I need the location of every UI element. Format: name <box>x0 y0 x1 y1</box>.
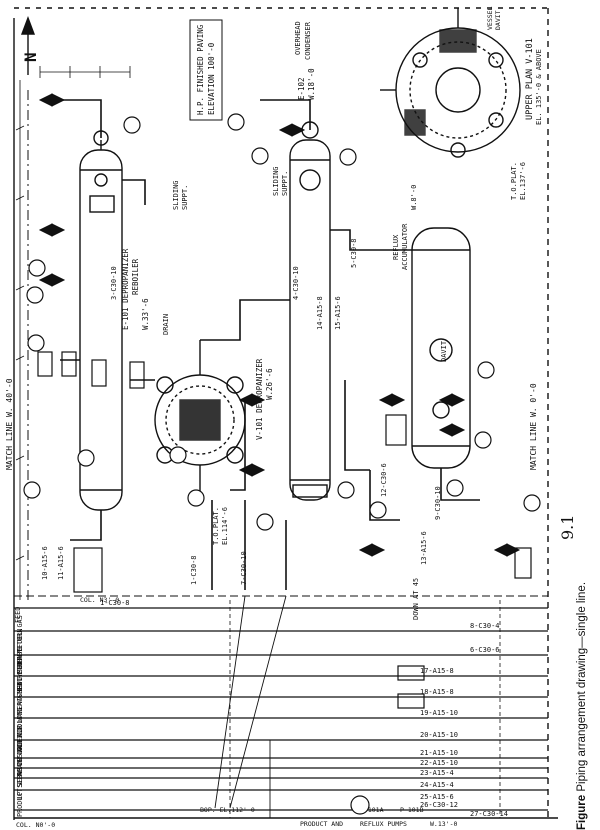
svg-text:DAVIT: DAVIT <box>494 10 502 30</box>
svg-text:13-A15-6: 13-A15-6 <box>420 531 428 565</box>
svg-text:W.8'-0: W.8'-0 <box>410 185 418 210</box>
hp-note: H.P. FINISHED PAVING ELEVATION 100'-0 <box>189 19 223 121</box>
v101-depropanizer <box>154 340 246 500</box>
svg-text:EL. 135'-0 & ABOVE: EL. 135'-0 & ABOVE <box>535 49 543 125</box>
svg-text:T.O.PLAT.: T.O.PLAT. <box>510 162 518 200</box>
svg-text:BOP. EL.112'-0: BOP. EL.112'-0 <box>200 806 255 814</box>
figure-handwritten-number: 9.1 <box>558 515 577 540</box>
e102-overhead-condenser <box>289 121 331 501</box>
svg-text:H.P. FINISHED PAVING: H.P. FINISHED PAVING <box>196 24 205 115</box>
svg-text:W.33'-6: W.33'-6 <box>141 298 150 330</box>
svg-text:22-A15-10: 22-A15-10 <box>420 759 458 767</box>
drain-label: DRAIN <box>162 314 170 335</box>
svg-text:12-C30-6: 12-C30-6 <box>380 463 388 497</box>
svg-text:SUPPT.: SUPPT. <box>281 171 289 196</box>
svg-text:W.26'-6: W.26'-6 <box>265 368 274 400</box>
svg-text:ELEVATION 100'-0: ELEVATION 100'-0 <box>207 42 216 115</box>
svg-text:SERVICE WATER: SERVICE WATER <box>16 733 24 787</box>
svg-text:1-C30-8: 1-C30-8 <box>100 599 130 607</box>
svg-text:17-A15-8: 17-A15-8 <box>420 667 454 675</box>
svg-text:FEED: FEED <box>14 607 22 623</box>
svg-text:CONDENSER: CONDENSER <box>304 21 312 60</box>
svg-text:24-A15-4: 24-A15-4 <box>420 781 454 789</box>
svg-text:REFLUX: REFLUX <box>392 234 400 260</box>
svg-text:REBOILER: REBOILER <box>131 258 140 295</box>
svg-text:COOLING WATER SUPPLY: COOLING WATER SUPPLY <box>16 673 24 755</box>
svg-text:FUEL GAS: FUEL GAS <box>16 615 24 648</box>
pipe-number-labels: 3-C30-10 4-C30-10 5-C30-8 14-A15-8 15-A1… <box>41 238 442 585</box>
north-label: N <box>21 52 40 62</box>
svg-text:6-C30-6: 6-C30-6 <box>470 646 500 654</box>
upper-plan-v101 <box>380 8 521 158</box>
svg-text:INSTR. AIR: INSTR. AIR <box>16 724 24 766</box>
svg-text:SUPPT.: SUPPT. <box>181 185 189 210</box>
valve-icons <box>38 93 521 557</box>
reboiler-label: E-101 DEPROPANIZER <box>121 248 130 330</box>
svg-text:P-101B: P-101B <box>400 806 424 814</box>
svg-text:25-A15-6: 25-A15-6 <box>420 793 454 801</box>
svg-text:20-A15-10: 20-A15-10 <box>420 731 458 739</box>
svg-text:11-A15-6: 11-A15-6 <box>57 546 65 580</box>
instrument-bubbles <box>23 113 541 531</box>
left-dimension-lines <box>15 66 131 600</box>
svg-text:23-A15-4: 23-A15-4 <box>420 769 454 777</box>
svg-text:VESSEL: VESSEL <box>486 6 494 30</box>
svg-text:E-102: E-102 <box>297 77 306 100</box>
svg-text:ACCUMULATOR: ACCUMULATOR <box>401 223 409 270</box>
inline-components <box>37 351 532 709</box>
upper-plan-label: UPPER PLAN V-101 <box>525 38 535 120</box>
pipe-rack <box>14 595 548 818</box>
rack-leaders <box>214 595 287 818</box>
pipe-rack-labels: FEED FUEL GAS FLARE HEAT MED. RETURN HEA… <box>14 607 24 817</box>
svg-text:19-A15-10: 19-A15-10 <box>420 709 458 717</box>
north-arrow-icon <box>20 16 36 75</box>
svg-text:COL. N0'-0: COL. N0'-0 <box>16 821 55 829</box>
svg-text:27-C30-14: 27-C30-14 <box>470 810 508 818</box>
svg-text:P-101A: P-101A <box>360 806 384 814</box>
svg-text:FLARE: FLARE <box>16 648 24 668</box>
svg-text:PRODUCT AND: PRODUCT AND <box>300 820 343 828</box>
figure-caption: Figure Piping arrangement drawing—single… <box>556 580 588 830</box>
davit-label: DAVIT <box>440 340 448 362</box>
svg-text:1-C30-8: 1-C30-8 <box>190 555 198 585</box>
svg-text:COL. N3'-0: COL. N3'-0 <box>80 596 119 604</box>
svg-text:W.13'-0: W.13'-0 <box>430 820 457 828</box>
pump-icon <box>350 795 370 815</box>
svg-text:W.18'-0: W.18'-0 <box>307 68 316 100</box>
svg-text:PRODUCT LINE: PRODUCT LINE <box>16 768 24 817</box>
svg-text:8-C30-4: 8-C30-4 <box>470 622 500 630</box>
svg-text:21-A15-10: 21-A15-10 <box>420 749 458 757</box>
figure-word: Figure <box>576 794 588 830</box>
svg-text:18-A15-8: 18-A15-8 <box>420 688 454 696</box>
svg-text:LP STEAM: LP STEAM <box>16 767 24 800</box>
svg-text:14-A15-8: 14-A15-8 <box>316 296 324 330</box>
svg-text:3-C30-10: 3-C30-10 <box>110 266 118 300</box>
svg-text:5-C30-8: 5-C30-8 <box>350 238 358 268</box>
svg-text:HEAT MED. RETURN: HEAT MED. RETURN <box>16 629 24 694</box>
svg-text:26-C30-12: 26-C30-12 <box>420 801 458 809</box>
svg-text:EL.114'-6: EL.114'-6 <box>221 507 229 545</box>
caption-text: Piping arrangement drawing—single line. <box>576 581 588 792</box>
svg-text:4-C30-10: 4-C30-10 <box>292 266 300 300</box>
sliding-support-label: SLIDING <box>172 180 180 210</box>
svg-text:SLIDING: SLIDING <box>272 166 280 196</box>
svg-text:10-A15-6: 10-A15-6 <box>41 546 49 580</box>
pipe-rack-line-numbers: 1-C30-8 8-C30-4 6-C30-6 17-A15-8 18-A15-… <box>100 599 508 818</box>
process-piping <box>60 99 480 590</box>
match-line-right-label: MATCH LINE W. 0'-0 <box>529 383 538 470</box>
svg-text:COOLING WATER RETURN: COOLING WATER RETURN <box>16 654 24 736</box>
drawing-frame <box>13 7 558 820</box>
svg-text:REFLUX PUMPS: REFLUX PUMPS <box>360 820 407 828</box>
svg-text:HEAT MED. SUPPLY: HEAT MED. SUPPLY <box>16 649 24 714</box>
svg-text:EL.137'-6: EL.137'-6 <box>519 162 527 200</box>
match-line-left-label: MATCH LINE W. 40'-0 <box>5 378 14 470</box>
svg-text:9-C30-10: 9-C30-10 <box>434 486 442 520</box>
svg-text:15-A15-6: 15-A15-6 <box>334 296 342 330</box>
down-at-label: DOWN AT 45 <box>412 578 420 620</box>
svg-text:PLANT AIR: PLANT AIR <box>16 738 24 776</box>
svg-text:T.O.PLAT.: T.O.PLAT. <box>212 507 220 545</box>
overhead-condenser-label: OVERHEAD <box>294 21 302 55</box>
svg-text:7-C30-10: 7-C30-10 <box>240 551 248 585</box>
